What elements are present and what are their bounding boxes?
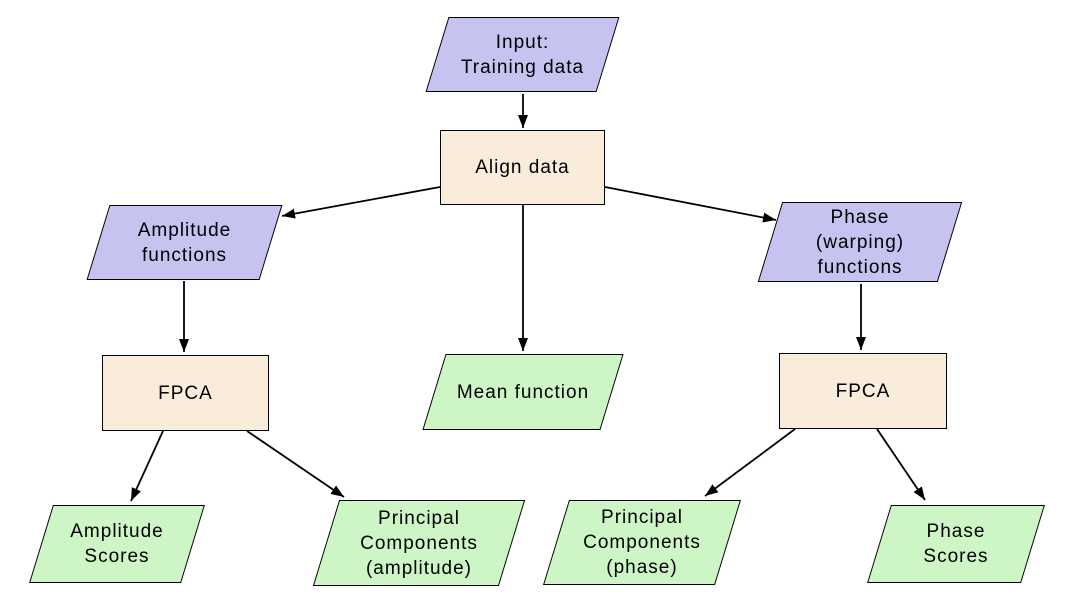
- edge-align-to-amplitude-functions: [281, 186, 441, 219]
- edge-fpca-to-principal-components-amplitude: [246, 430, 345, 498]
- node-fpca-phase: FPCA: [779, 353, 947, 429]
- edge-fpca-to-principal-components-phase: [704, 428, 796, 497]
- node-input-training-data: Input: Training data: [425, 17, 620, 92]
- edge-fpca-to-amplitude-scores: [130, 430, 164, 502]
- node-principal-components-phase: Principal Components (phase): [543, 500, 741, 585]
- node-label: Phase Scores: [923, 521, 989, 567]
- rectangle-shape: [779, 353, 947, 429]
- node-principal-components-amplitude: Principal Components (amplitude): [312, 500, 526, 586]
- node-label: Amplitude Scores: [70, 521, 164, 567]
- node-label: FPCA: [158, 382, 213, 404]
- rectangle-shape: [102, 355, 269, 431]
- node-label: FPCA: [835, 380, 891, 402]
- node-label: Amplitude functions: [137, 219, 232, 266]
- node-label: Principal Components (amplitude): [360, 507, 478, 579]
- edge-fpca-to-phase-scores: [876, 428, 926, 501]
- node-mean-function: Mean function: [422, 354, 624, 430]
- rectangle-shape: [440, 130, 605, 205]
- node-label: Phase (warping) functions: [815, 206, 905, 278]
- node-label: Input: Training data: [460, 31, 585, 78]
- edge-align-to-phase-functions: [604, 186, 777, 223]
- node-phase-scores: Phase Scores: [867, 505, 1045, 583]
- node-align-data: Align data: [440, 130, 605, 205]
- node-label: Align data: [475, 157, 570, 178]
- node-amplitude-functions: Amplitude functions: [86, 205, 283, 280]
- node-label: Principal Components (phase): [583, 507, 701, 578]
- node-label: Mean function: [456, 381, 590, 403]
- node-fpca-amplitude: FPCA: [102, 355, 269, 431]
- node-phase-warping-functions: Phase (warping) functions: [757, 202, 963, 282]
- node-amplitude-scores: Amplitude Scores: [29, 505, 205, 583]
